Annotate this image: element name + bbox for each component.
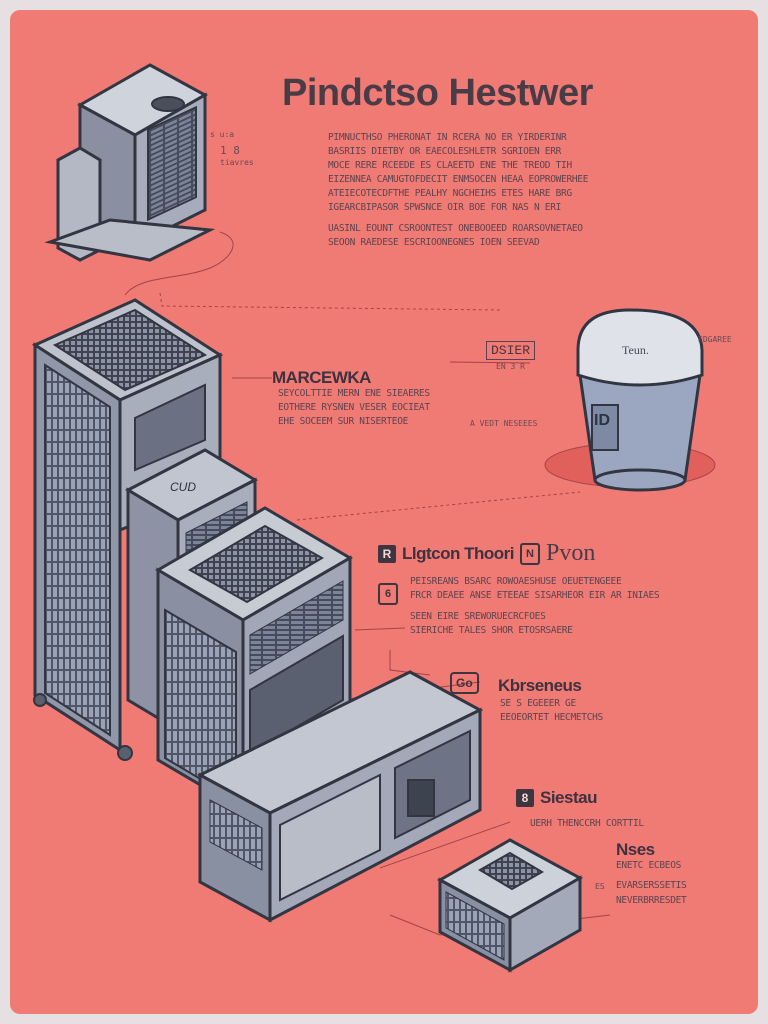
small-storage-box [436,838,584,973]
tower-label-line-1: s u:a [210,130,235,139]
storage-heading-row: 8 Siestau [516,788,597,808]
intro-line-4: EIZENNEA CAMUGTOFDECIT ENMSOCEN HEAA EOP… [328,174,589,185]
storage-caption: A VEDT NESEEES [470,419,538,428]
intro-line-5: ATEIECOTECDFTHE PEALHY NGCHEIHS ETES HAR… [328,188,572,199]
marketing-line-1: SEYCOLTTIE MERN ENE SIEAERES [278,388,430,399]
intro-line-7: UASINL EOUNT CSROONTEST ONEBOOEED ROARSO… [328,223,583,234]
news-line-1: ENETC ECBEOS [616,860,682,871]
storage-bin-illustration [544,308,716,492]
poster-background: Pindctso Hestwer s u:a 1 8 tiavres PIMNU… [10,10,758,1014]
tower-label-line-3: tiavres [220,158,254,167]
mid-icon-box: Go [450,672,479,694]
kernels-line-1: SE S EGEEER GE [500,698,576,709]
kernels-heading: Kbrseneus [498,676,582,695]
news-line-3: NEVERBRRESDET [616,895,687,906]
category-line-b2: SIERICHE TALES SHOR ETOSRSAERE [410,625,573,636]
storage-tag: DSIER [486,341,536,360]
marketing-line-3: EHE SOCEEM SUR NISERTEOE [278,416,409,427]
kernels-line-2: EEOEORTET HECMETCHS [500,712,603,723]
marketing-heading: MARCEWKA [272,368,371,387]
intro-line-6: IGEARCBIPASOR SPWSNCE OIR BOE FOR NAS N … [328,202,562,213]
news-bullet: ES [595,882,605,891]
category-number-badge: 6 [378,583,398,605]
cpu-label: CUD [170,480,196,494]
intro-line-2: BASRIIS DIETBY OR EAECOLESHLETR SGRIOEN … [328,146,562,157]
category-heading-right: Pvon [545,540,596,566]
poster-title: Pindctso Hestwer [282,72,593,114]
storage-side-label: EDGAREE [698,335,732,344]
number-six-icon: 6 [378,583,398,605]
storage-sublabel: EN 3 R [496,362,525,371]
intro-line-8: SEOON RAEDESE ESCRIOONEGNES IOEN SEEVAD [328,237,540,248]
small-tower-server [44,63,216,262]
news-line-2: EVARSERSSETIS [616,880,687,891]
category-heading-left: Llgtcon Thoori [402,543,514,563]
storage-number-icon: 8 [516,789,534,807]
category-line-b1: SEEN EIRE SREWORUECRCFOES [410,611,546,622]
storage-heading: Siestau [540,788,597,807]
category-line-a1: PEISREANS BSARC ROWOAESHUSE OEUETENGEEE [410,576,622,587]
bottom-chassis-server [196,670,484,923]
tower-label-line-2: 1 8 [220,144,240,157]
bin-face-text: ID [594,412,610,429]
news-heading: Nses [616,840,655,859]
category-icon: R [378,544,396,563]
category-heading-row: R Llgtcon Thoori N Pvon [378,540,595,567]
server-illustration [31,63,716,973]
category-line-a2: FRCR DEAEE ANSE ETEEAE SISARHEOR EIR AR … [410,590,660,601]
category-toggle-icon: N [519,542,540,565]
marketing-line-2: EOTHERE RYSNEN VESER EOCIEAT [278,402,430,413]
intro-line-1: PIMNUCTHSO PHERONAT IN RCERA NO ER YIRDE… [328,132,567,143]
storage-line-1: UERH THENCCRH CORTTIL [530,818,644,829]
bin-lid-text: Teun. [622,343,649,357]
intro-line-3: MOCE RERE RCEEDE ES CLAEETD ENE THE TREO… [328,160,572,171]
